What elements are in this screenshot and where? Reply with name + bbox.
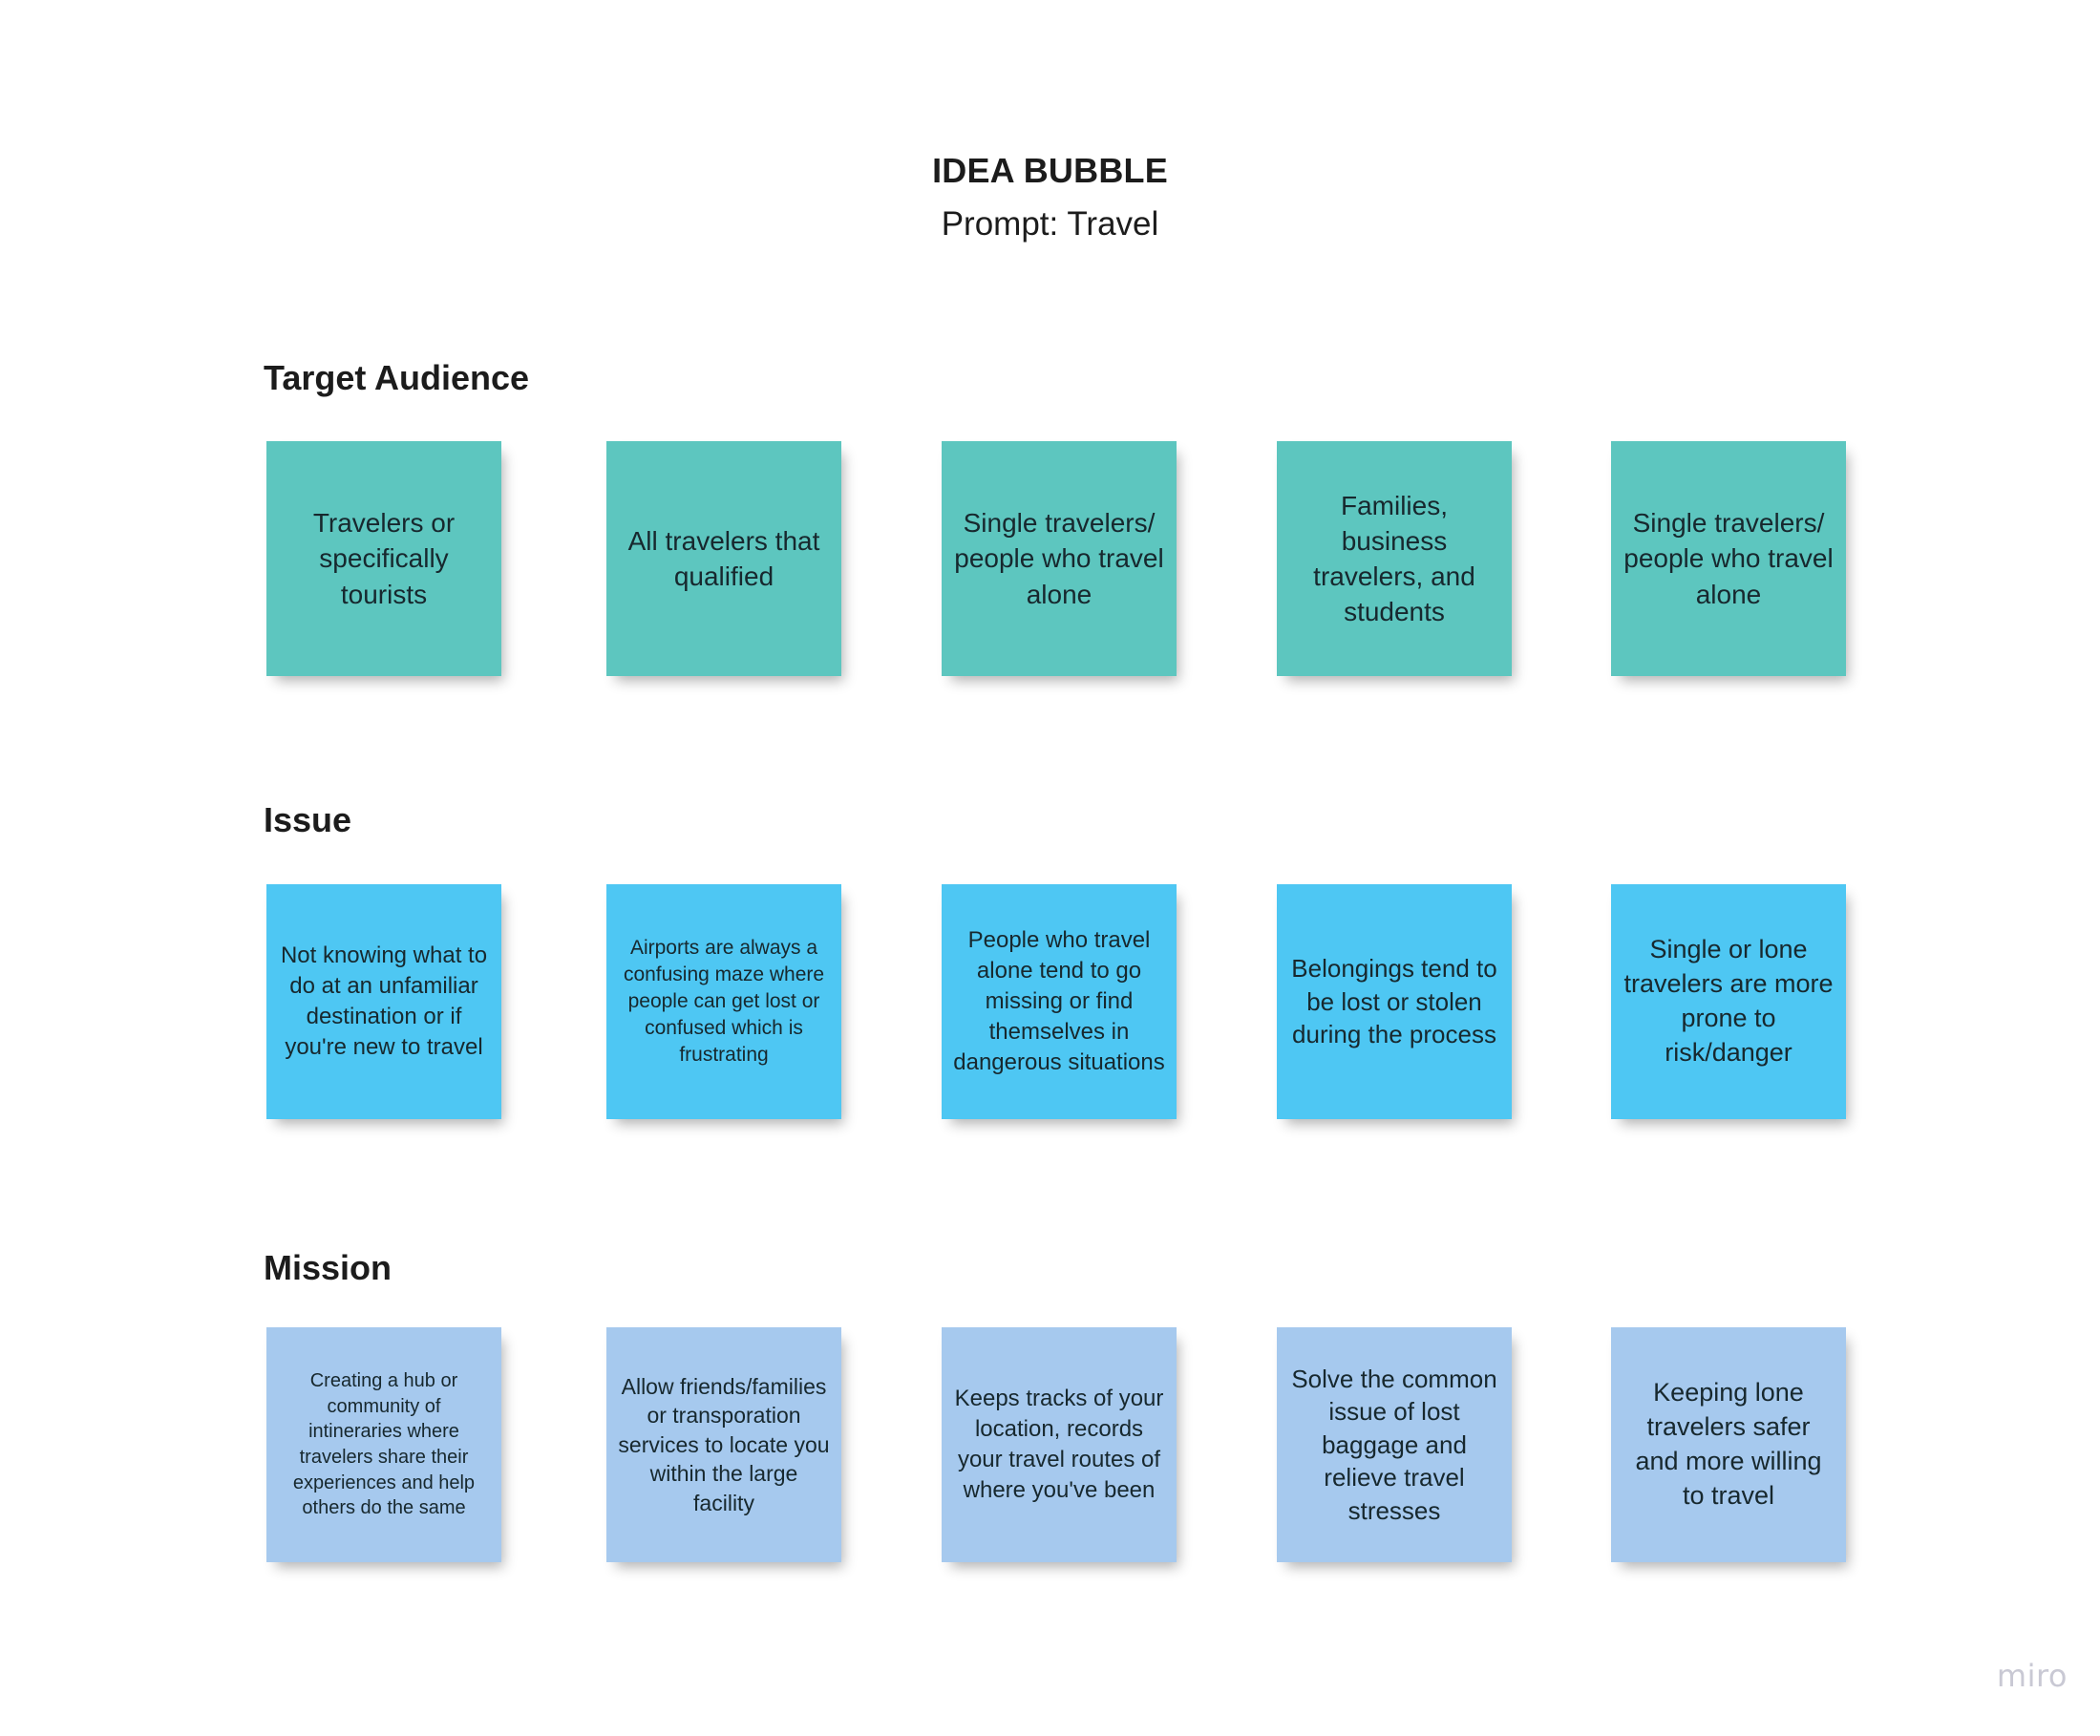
section-heading-issue: Issue bbox=[264, 800, 352, 839]
miro-watermark: miro bbox=[1996, 1658, 2068, 1694]
sticky-note[interactable]: Keeps tracks of your location, records y… bbox=[942, 1327, 1177, 1562]
board-title: IDEA BUBBLE bbox=[932, 151, 1168, 190]
board-subtitle: Prompt: Travel bbox=[941, 205, 1159, 243]
sticky-note-text: Keeping lone travelers safer and more wi… bbox=[1635, 1378, 1822, 1510]
sticky-note[interactable]: Families, business travelers, and studen… bbox=[1277, 441, 1512, 676]
sticky-note[interactable]: Single travelers/ people who travel alon… bbox=[1611, 441, 1846, 676]
board-title-block: IDEA BUBBLE Prompt: Travel bbox=[0, 151, 2100, 244]
sticky-note-text: All travelers that qualified bbox=[627, 525, 820, 591]
sticky-note[interactable]: Allow friends/families or transporation … bbox=[606, 1327, 841, 1562]
sticky-note[interactable]: Solve the common issue of lost baggage a… bbox=[1277, 1327, 1512, 1562]
sticky-note[interactable]: Airports are always a confusing maze whe… bbox=[606, 884, 841, 1119]
sticky-note-text: Families, business travelers, and studen… bbox=[1313, 490, 1475, 627]
sticky-note[interactable]: Single or lone travelers are more prone … bbox=[1611, 884, 1846, 1119]
sticky-note-text: People who travel alone tend to go missi… bbox=[953, 927, 1165, 1075]
sticky-note[interactable]: Belongings tend to be lost or stolen dur… bbox=[1277, 884, 1512, 1119]
sticky-note[interactable]: All travelers that qualified bbox=[606, 441, 841, 676]
sticky-note[interactable]: People who travel alone tend to go missi… bbox=[942, 884, 1177, 1119]
sticky-note[interactable]: Single travelers/ people who travel alon… bbox=[942, 441, 1177, 676]
sticky-note-text: Single travelers/ people who travel alon… bbox=[1623, 508, 1834, 609]
sticky-note[interactable]: Travelers or specifically tourists bbox=[266, 441, 501, 676]
sticky-note-text: Solve the common issue of lost baggage a… bbox=[1291, 1364, 1497, 1525]
sticky-note[interactable]: Keeping lone travelers safer and more wi… bbox=[1611, 1327, 1846, 1562]
sticky-note-text: Creating a hub or community of intinerar… bbox=[292, 1370, 476, 1519]
sticky-note-text: Belongings tend to be lost or stolen dur… bbox=[1291, 954, 1497, 1049]
sticky-note-text: Travelers or specifically tourists bbox=[312, 508, 456, 609]
sticky-note-text: Single travelers/ people who travel alon… bbox=[954, 508, 1164, 609]
sticky-note-text: Allow friends/families or transporation … bbox=[618, 1373, 830, 1515]
sticky-note-text: Keeps tracks of your location, records y… bbox=[954, 1386, 1164, 1503]
sticky-note-text: Airports are always a confusing maze whe… bbox=[623, 937, 825, 1066]
sticky-note[interactable]: Creating a hub or community of intinerar… bbox=[266, 1327, 501, 1562]
section-heading-mission: Mission bbox=[264, 1248, 392, 1287]
sticky-note-text: Not knowing what to do at an unfamiliar … bbox=[280, 942, 488, 1060]
section-heading-target-audience: Target Audience bbox=[264, 358, 530, 397]
sticky-note-text: Single or lone travelers are more prone … bbox=[1623, 935, 1834, 1067]
sticky-note[interactable]: Not knowing what to do at an unfamiliar … bbox=[266, 884, 501, 1119]
